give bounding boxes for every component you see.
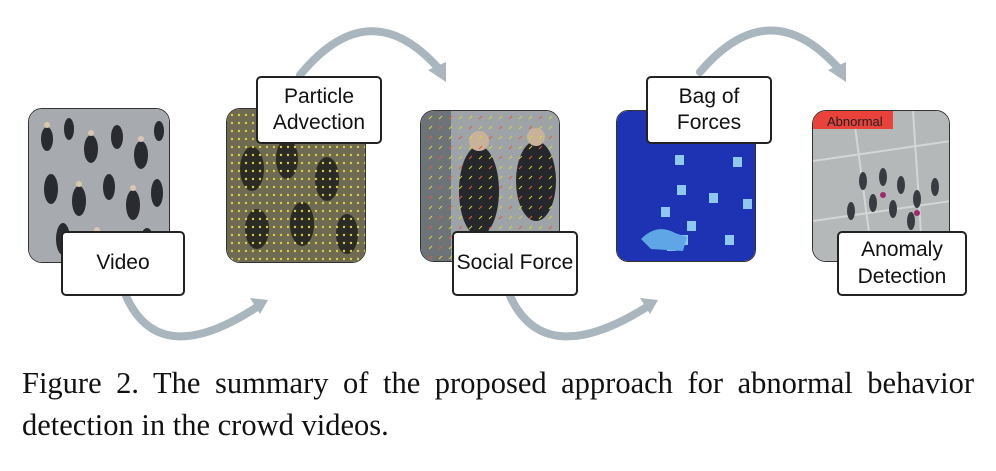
arrow-social-to-bag <box>506 292 654 341</box>
arrow-particle-to-social <box>296 27 444 79</box>
label-social-force: Social Force <box>452 231 578 296</box>
label-bag-of-forces: Bag of Forces <box>646 76 772 144</box>
arrowhead-3 <box>640 298 658 314</box>
arrowhead-4 <box>828 62 846 82</box>
label-video: Video <box>61 231 185 296</box>
arrow-video-to-particle <box>122 292 264 341</box>
figure-caption: Figure 2. The summary of the proposed ap… <box>22 366 974 443</box>
abnormal-banner-text: Abnormal <box>827 114 883 129</box>
arrowhead-1 <box>250 298 268 314</box>
label-particle-advection: Particle Advection <box>256 76 382 144</box>
arrowhead-2 <box>428 62 446 82</box>
label-anomaly-detection: Anomaly Detection <box>837 231 967 296</box>
arrow-bag-to-anomaly <box>696 26 844 76</box>
